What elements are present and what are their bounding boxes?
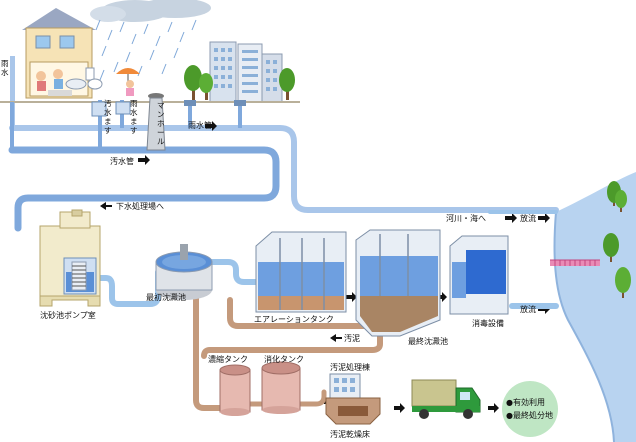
tanks-to-building	[247, 389, 327, 407]
label-thickener: 濃縮タンク	[208, 354, 248, 364]
river-bank	[553, 211, 615, 442]
label-use-2: ●最終処分地	[506, 410, 553, 420]
label-to-river: 河川・海へ	[446, 213, 486, 223]
label-primary-tank: 最初沈澱池	[146, 292, 186, 302]
label-manhole: マンホール	[157, 101, 165, 146]
house	[22, 8, 96, 99]
rain-inlet-1	[184, 100, 196, 106]
label-discharge-bottom: 放流	[520, 304, 536, 314]
label-use-1: ●有効利用	[506, 397, 545, 407]
river-trees	[603, 181, 631, 298]
sewage-pipe-line	[8, 146, 280, 232]
label-to-plant: 下水処理場へ	[116, 201, 164, 211]
toilet	[85, 67, 103, 90]
sludge-return	[227, 297, 373, 329]
label-pump-room: 沈砂池ポンプ室	[40, 310, 96, 320]
rain-pipe-line	[9, 125, 559, 213]
label-discharge-top: 放流	[520, 213, 536, 223]
sludge-from-final	[201, 333, 383, 359]
river	[554, 172, 636, 442]
thickener-tank	[219, 364, 251, 416]
truck	[411, 379, 481, 419]
sewage-box	[91, 101, 107, 117]
rain-box	[115, 101, 131, 115]
bridge	[550, 259, 600, 266]
label-sewage-box: 汚水ます	[104, 98, 112, 135]
pump-room	[39, 209, 101, 307]
drain-pipe	[10, 56, 15, 126]
sludge-building	[329, 373, 361, 399]
city-buildings	[209, 41, 283, 103]
label-rain-pipe: 雨水管	[188, 120, 212, 130]
rain-drops	[95, 19, 197, 81]
sludge-line-main	[193, 279, 223, 411]
person-with-umbrella	[116, 68, 140, 96]
aeration-tank	[255, 231, 347, 313]
output-circle	[502, 381, 558, 437]
rain-cloud	[90, 0, 211, 22]
primary-settling-tank	[155, 244, 213, 300]
pump-to-primary	[97, 269, 161, 307]
label-rain-box: 雨水ます	[130, 99, 138, 135]
street-trees	[184, 65, 295, 100]
label-sludge: 汚泥	[344, 333, 360, 343]
drying-bed	[325, 397, 381, 425]
primary-to-aeration	[209, 259, 265, 285]
manhole	[146, 93, 166, 151]
label-sewage-pipe: 汚水管	[110, 156, 134, 166]
label-disinfection: 消毒設備	[472, 318, 504, 328]
rain-inlet-2	[234, 100, 246, 106]
label-rain-left: 雨水	[1, 59, 9, 77]
label-aeration-tank: エアレーションタンク	[254, 315, 334, 324]
label-drying-bed: 汚泥乾燥床	[330, 429, 370, 439]
label-sludge-building: 汚泥処理棟	[330, 362, 370, 372]
label-final-tank: 最終沈澱池	[408, 336, 448, 346]
final-settling-tank	[355, 229, 441, 337]
digester-tank	[261, 361, 301, 414]
label-digester: 消化タンク	[264, 354, 304, 364]
disinfection-facility	[449, 235, 509, 315]
